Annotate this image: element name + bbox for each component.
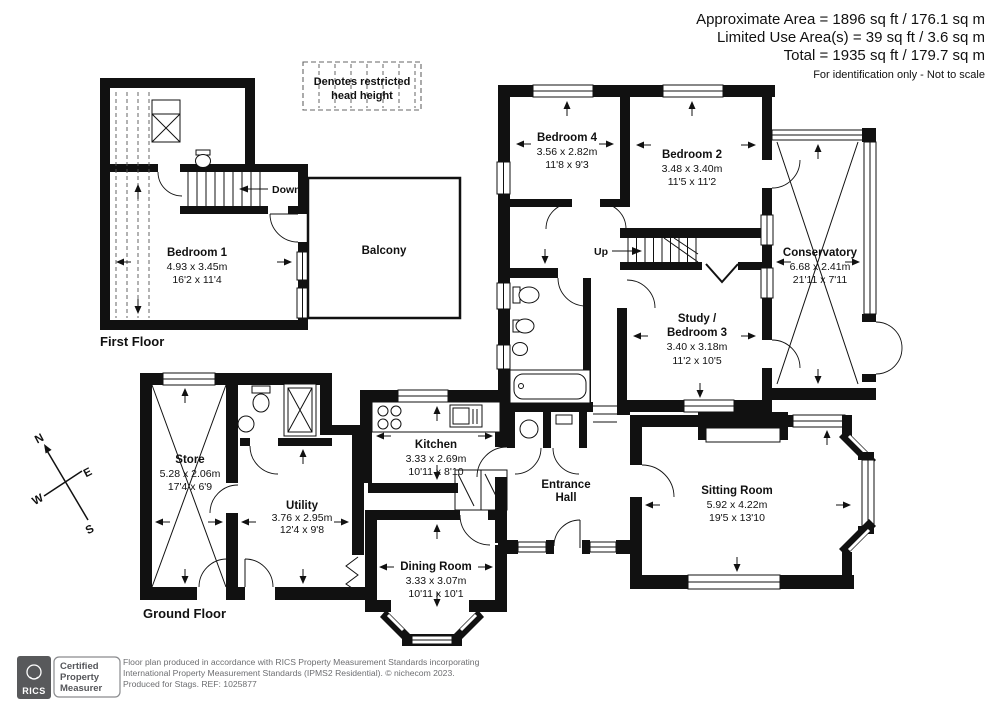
conservatory-name: Conservatory [783,247,858,259]
basin-icon [519,419,539,439]
entrance-hall-name-line2: Hall [555,492,576,504]
toilet-icon [512,286,540,304]
sitting-room-metric: 5.92 x 4.22m [707,499,768,511]
rics-logo: RICS [17,656,51,699]
sitting-room-imperial: 19'5 x 13'10 [709,512,765,524]
dining-bay-window [380,610,484,646]
limited-use-area-text: Limited Use Area(s) = 39 sq ft / 3.6 sq … [717,29,985,46]
store-name: Store [175,454,204,466]
fireplace-icon [698,412,788,443]
bathroom-fixtures [509,286,591,404]
stairs-down-label: Down [272,184,301,196]
bath-icon [509,369,591,404]
kitchen-metric: 3.33 x 2.69m [406,453,467,465]
bedroom4-name: Bedroom 4 [537,132,598,144]
study-bedroom3-metric: 3.40 x 3.18m [667,341,728,353]
kitchen-name: Kitchen [415,439,457,451]
certified-property-measurer-badge: Certified Property Measurer [53,656,121,698]
bedroom4-metric: 3.56 x 2.82m [537,146,598,158]
store-cross [151,384,227,588]
bedroom2-name: Bedroom 2 [662,149,722,161]
cupboards [454,469,508,511]
utility-metric: 3.76 x 2.95m [272,512,333,524]
study-bedroom3-name-line1: Study / [678,313,717,325]
hob-icon [377,405,402,430]
conservatory-imperial: 21'11 x 7'11 [793,274,848,286]
bedroom4-imperial: 11'8 x 9'3 [545,159,589,171]
bidet-icon [512,318,535,334]
compass-east-label: E [82,466,95,480]
balcony-name: Balcony [362,245,407,257]
balcony-outline [306,176,462,320]
restricted-head-height-hatching [115,92,150,318]
bedroom2-imperial: 11'5 x 11'2 [668,176,717,188]
entrance-hall-name-line1: Entrance [541,479,590,491]
header-area-summary: Approximate Area = 1896 sq ft / 176.1 sq… [696,11,985,81]
wc-fixtures [237,383,317,437]
rics-lion-icon [26,664,42,680]
compass-west-label: W [30,492,45,508]
store-metric: 5.28 x 2.06m [160,468,221,480]
kitchen-imperial: 10'11 x 8'10 [408,466,463,478]
first-floor-label: First Floor [100,334,164,349]
rics-logo-text: RICS [22,686,46,696]
legend-text-line2: head height [331,90,393,102]
right-wall-windows [760,214,774,299]
footer-disclaimer-line2: International Property Measurement Stand… [123,668,455,678]
bedroom1-metric: 4.93 x 3.45m [167,261,228,273]
basin-icon [512,342,528,356]
cloakroom-cells [507,412,587,475]
kitchen-counter [371,401,501,433]
approximate-area-text: Approximate Area = 1896 sq ft / 176.1 sq… [696,11,985,28]
toilet-icon [251,385,271,413]
utility-imperial: 12'4 x 9'8 [280,524,324,536]
stairs-down-icon [187,172,268,206]
stairs-up-label: Up [594,246,608,258]
store-imperial: 17'4 x 6'9 [168,481,212,493]
identification-note-text: For identification only - Not to scale [813,69,985,81]
toilet-icon [195,149,211,168]
dining-room-imperial: 10'11 x 10'1 [408,588,463,600]
bedroom1-name: Bedroom 1 [167,247,228,259]
compass-south-label: S [84,523,97,537]
study-bedroom3-imperial: 11'2 x 10'5 [672,355,722,367]
ground-floor-label: Ground Floor [143,606,226,621]
conservatory-structure [770,128,903,400]
kitchen-sink-icon [449,404,483,428]
compass-icon: N E W S [30,432,96,537]
dining-room-name: Dining Room [400,561,472,573]
bedroom2-metric: 3.48 x 3.40m [662,163,723,175]
bifold-door-icon [345,556,359,593]
basin-icon [237,415,255,433]
bay-window [839,415,876,589]
cistern-icon [555,414,573,425]
stairs-up-icon [612,237,764,284]
badge-line1: Certified [60,661,99,672]
conservatory-metric: 6.68 x 2.41m [790,261,851,273]
bedroom1-imperial: 16'2 x 11'4 [172,274,222,286]
exterior-windows [496,84,724,370]
footer: RICS Certified Property Measurer Floor p… [17,656,480,699]
dining-room-metric: 3.33 x 3.07m [406,575,467,587]
study-bedroom3-name-line2: Bedroom 3 [667,327,727,339]
total-area-text: Total = 1935 sq ft / 179.7 sq m [784,47,985,64]
shower-icon [151,99,181,143]
sitting-room-name: Sitting Room [701,485,773,497]
legend-text-line1: Denotes restricted [314,76,411,88]
utility-name: Utility [286,500,319,512]
steps-icon [593,405,617,423]
footer-disclaimer-line1: Floor plan produced in accordance with R… [123,657,480,667]
badge-line3: Measurer [60,683,103,694]
restricted-head-height-legend: Denotes restricted head height [302,61,422,111]
badge-line2: Property [60,672,100,683]
footer-disclaimer-line3: Produced for Stags. REF: 1025877 [123,679,257,689]
ground-floor-plan: Up [140,84,903,646]
shower-icon [283,383,317,437]
first-floor-plan: Down Bedroom 1 4.93 x 3.45m 16'2 x 11'4 … [100,78,462,349]
